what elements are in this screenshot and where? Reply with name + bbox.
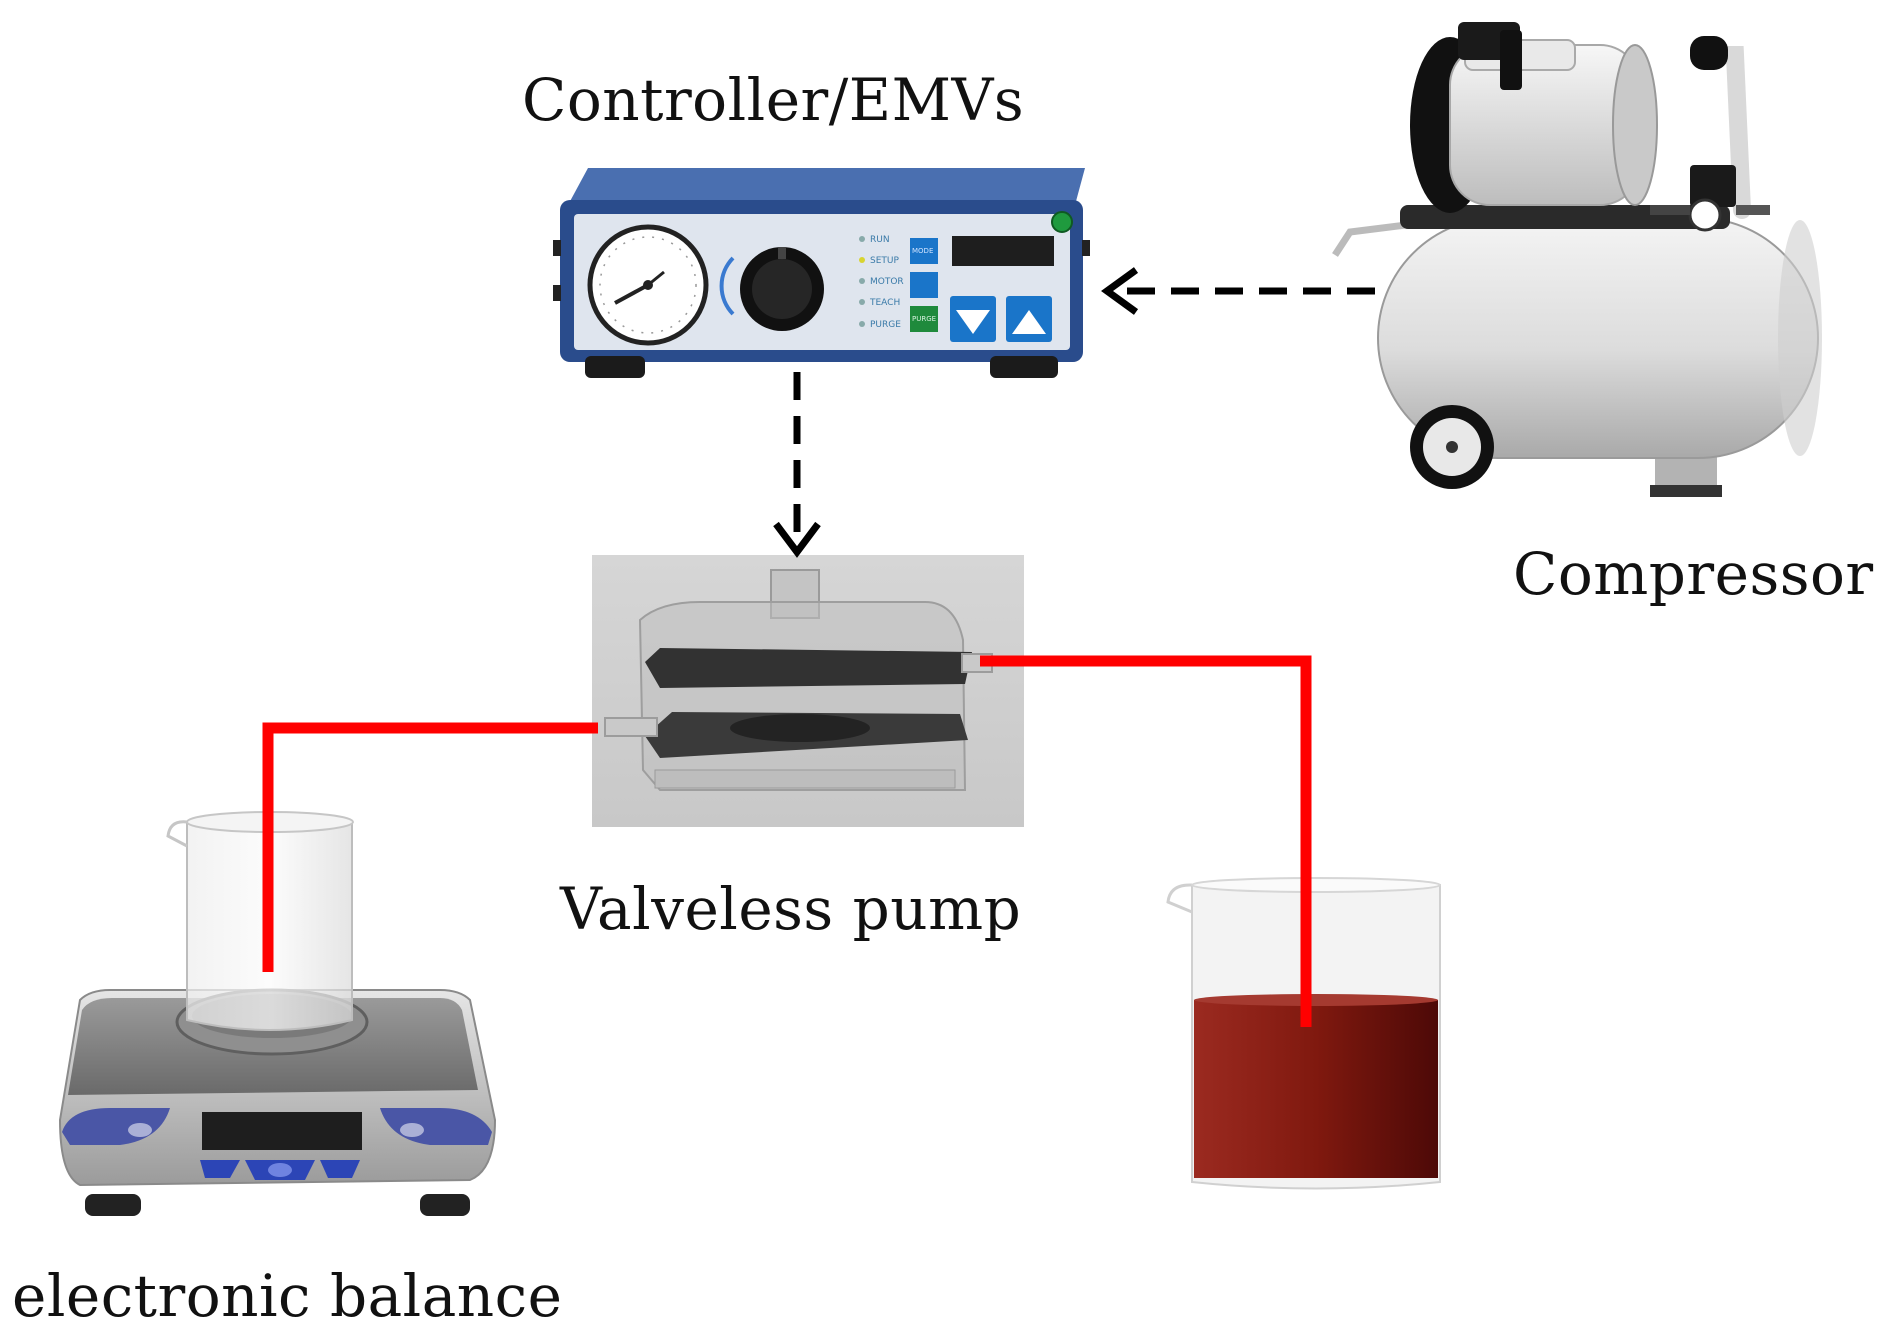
- power-led-icon: [1051, 211, 1073, 233]
- key-label-mode: MODE: [912, 247, 933, 255]
- led-label-teach: TEACH: [869, 298, 900, 308]
- pump-label: Valveless pump: [560, 875, 1022, 943]
- empty-beaker-icon: [166, 811, 354, 1031]
- regulator-knob-icon: [719, 247, 824, 331]
- compressor-to-controller-arrow: [1101, 267, 1375, 315]
- pressure-gauge-icon: [587, 224, 709, 346]
- valveless-pump-icon: [592, 555, 1024, 827]
- arrow-keys: [950, 296, 1052, 342]
- led-label-purge: PURGE: [870, 320, 901, 330]
- led-label-motor: MOTOR: [870, 277, 904, 287]
- liquid-beaker-icon: [1166, 877, 1441, 1190]
- controller-label: Controller/EMVs: [522, 66, 1025, 134]
- electronic-balance-icon: [58, 811, 497, 1216]
- controller-display: [952, 236, 1054, 266]
- air-compressor-icon: [1332, 22, 1822, 497]
- controller-to-pump-arrow: [773, 372, 821, 558]
- status-led-list: RUN SETUP MOTOR TEACH PURGE: [859, 235, 904, 330]
- compressor-label: Compressor: [1513, 540, 1874, 608]
- led-label-setup: SETUP: [870, 256, 899, 266]
- led-label-run: RUN: [870, 235, 890, 245]
- balance-label: electronic balance: [12, 1262, 563, 1330]
- control-keys: MODE PURGE: [910, 238, 938, 332]
- inlet-tube: [980, 655, 1312, 1027]
- key-label-purge: PURGE: [912, 315, 936, 323]
- outlet-tube: [262, 722, 598, 972]
- controller-device-icon: RUN SETUP MOTOR TEACH PURGE MODE PURGE: [553, 168, 1090, 378]
- tubing: [262, 655, 1312, 1027]
